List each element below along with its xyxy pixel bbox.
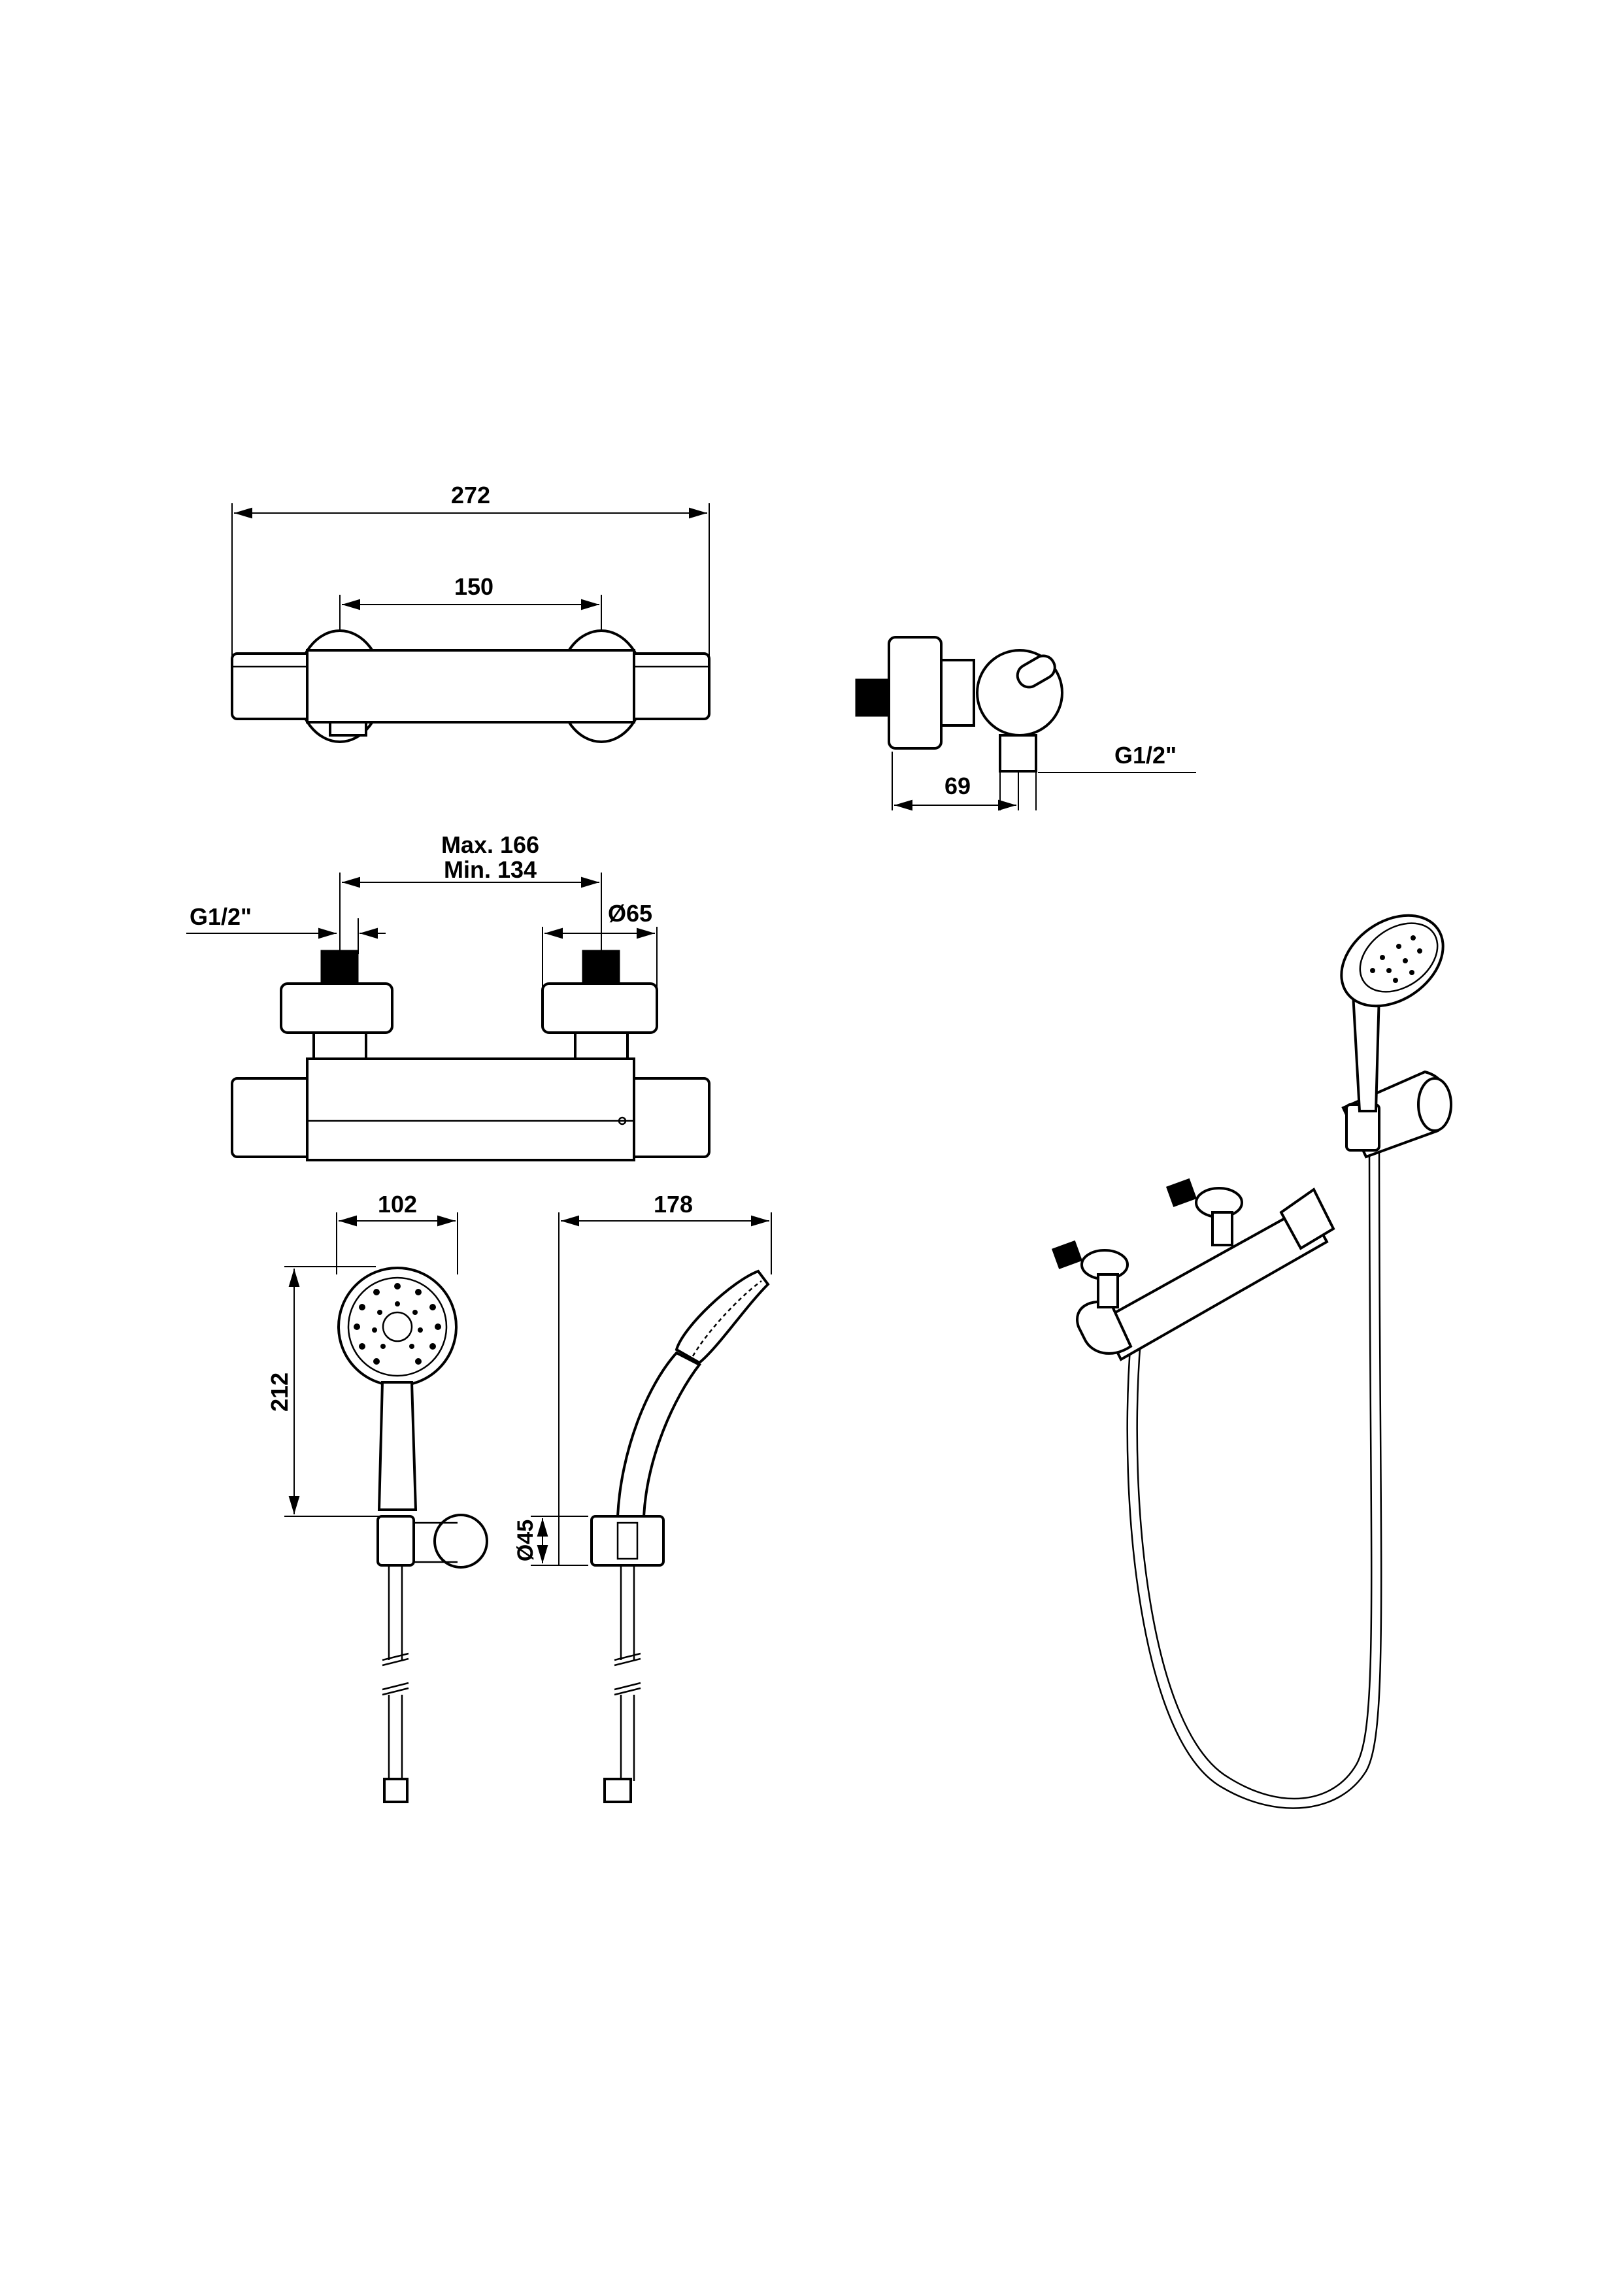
hose-end-front <box>383 1778 409 1803</box>
front-view: Max. 166 Min. 134 G1/2" Ø65 <box>186 831 710 1161</box>
iso-mixer-end-right <box>1279 1188 1335 1250</box>
dim-label-max: Max. 166 <box>441 831 539 858</box>
side-thread <box>855 678 890 717</box>
dim-label-102: 102 <box>378 1191 417 1218</box>
dim-label-side-thread: G1/2" <box>1114 742 1177 769</box>
handshower-front: 102 212 <box>266 1191 488 1803</box>
handle-front <box>377 1381 418 1511</box>
dim-label-holder: Ø45 <box>513 1520 538 1561</box>
isometric-view <box>1051 914 1452 1809</box>
dim-label-escutcheon: Ø65 <box>608 900 652 927</box>
iso-mixer-end-left <box>1076 1300 1133 1355</box>
dim-label-69: 69 <box>944 773 971 799</box>
spray-head-side <box>675 1269 770 1365</box>
front-mixer-center <box>306 1057 635 1161</box>
holder-front <box>376 1515 415 1567</box>
outlet-nub <box>329 721 367 737</box>
side-escutcheon <box>888 636 943 750</box>
side-view: 69 G1/2" <box>855 636 1196 811</box>
hose-end-side <box>603 1778 632 1803</box>
dim-label-min: Min. 134 <box>444 856 537 883</box>
side-outlet <box>999 734 1037 773</box>
top-view: 272 150 <box>231 482 710 743</box>
iso-spray-head <box>1340 914 1445 1008</box>
handshower-side: 178 Ø45 <box>513 1191 772 1803</box>
inlet-thread-right <box>582 950 620 985</box>
holder-side <box>590 1515 665 1567</box>
holder-bracket <box>433 1514 488 1569</box>
front-nut-left <box>312 1031 367 1060</box>
hose-loop <box>1136 1123 1373 1800</box>
mixer-body-center <box>306 649 635 724</box>
front-nut-right <box>574 1031 629 1060</box>
handle-side <box>616 1351 702 1518</box>
side-nut <box>940 659 975 727</box>
front-escutcheon-right <box>541 982 658 1034</box>
iso-handle <box>1351 992 1381 1112</box>
front-escutcheon-left <box>280 982 393 1034</box>
dim-label-inlet-thread: G1/2" <box>190 903 252 930</box>
spray-nozzles <box>354 1283 441 1365</box>
inlet-thread-left <box>320 950 359 985</box>
dim-label-150: 150 <box>454 573 493 600</box>
side-knob <box>1016 654 1056 689</box>
dim-label-178: 178 <box>654 1191 693 1218</box>
dim-label-272: 272 <box>451 482 490 508</box>
dim-label-212: 212 <box>266 1373 293 1412</box>
